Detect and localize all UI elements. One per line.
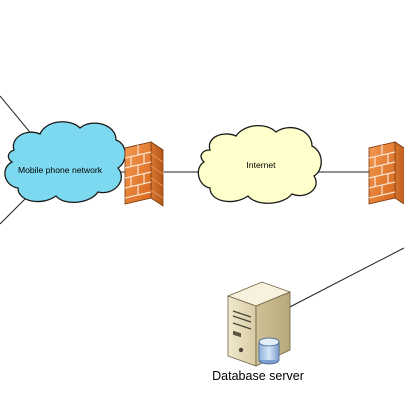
firewall-right xyxy=(368,141,404,205)
connection-line xyxy=(283,247,404,311)
mobile-network-cloud: Mobile phone network xyxy=(4,121,126,203)
database-server: Database server xyxy=(212,281,304,383)
cloud-icon xyxy=(4,121,126,203)
internet-cloud: Internet xyxy=(197,125,322,204)
server-tower-icon xyxy=(226,281,292,367)
database-cylinder-icon xyxy=(258,337,280,365)
firewall-left xyxy=(124,141,164,207)
brick-firewall-icon xyxy=(368,141,404,205)
brick-firewall-icon xyxy=(124,141,164,207)
database-server-label: Database server xyxy=(212,369,304,383)
mobile-network-label: Mobile phone network xyxy=(18,165,103,175)
internet-label: Internet xyxy=(246,160,276,170)
cloud-icon xyxy=(197,125,322,204)
